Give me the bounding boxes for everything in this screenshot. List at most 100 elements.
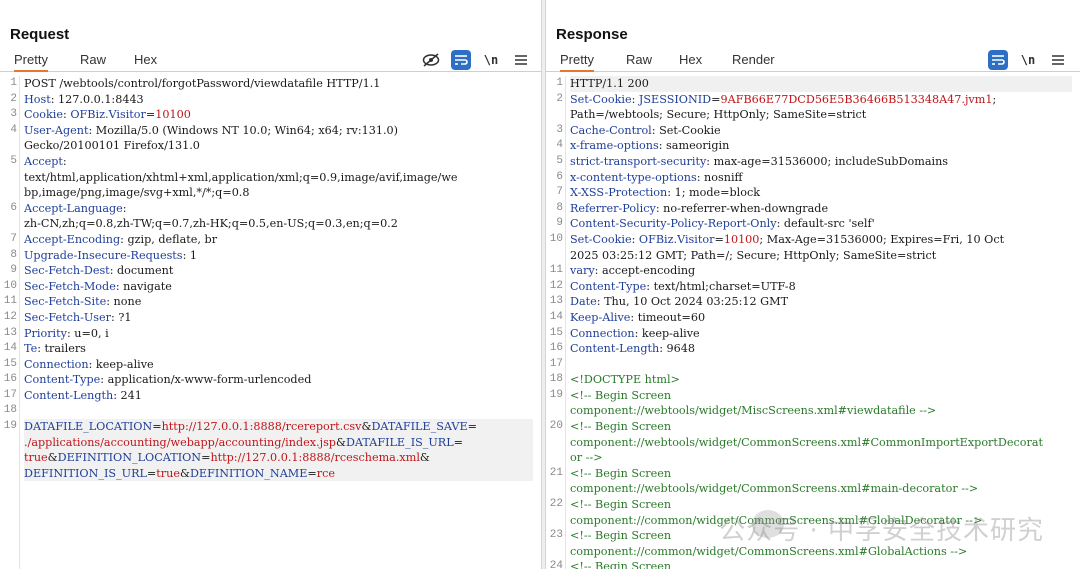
newline-icon[interactable]: \n bbox=[1020, 53, 1036, 67]
code-line: or --> bbox=[570, 450, 1072, 466]
code-text: text/html,application/xhtml+xml,applicat… bbox=[24, 170, 458, 184]
header-key: OFBiz.Visitor bbox=[638, 232, 715, 246]
header-key: X-XSS-Protection bbox=[570, 186, 668, 200]
line-number: 16 bbox=[3, 373, 17, 386]
header-key: Content-Type bbox=[570, 279, 647, 293]
code-text: : max-age=31536000; includeSubDomains bbox=[706, 154, 949, 168]
header-key: Accept bbox=[24, 154, 63, 168]
response-tab-raw[interactable]: Raw bbox=[626, 52, 653, 67]
code-text: ; bbox=[992, 92, 997, 106]
param-value: http://127.0.0.1:8888/rcereport.csv bbox=[161, 420, 362, 434]
code-text: : Mozilla/5.0 (Windows NT 10.0; Win64; x… bbox=[88, 123, 399, 137]
line-number: 6 bbox=[10, 201, 17, 214]
code-text: : keep-alive bbox=[88, 357, 154, 371]
eye-off-icon[interactable] bbox=[421, 50, 441, 70]
header-key: Upgrade-Insecure-Requests bbox=[24, 248, 183, 262]
html-comment: component://webtools/widget/CommonScreen… bbox=[570, 435, 1044, 449]
param-value: true bbox=[24, 451, 48, 465]
param-value: http://127.0.0.1:8888/rceschema.xml bbox=[210, 451, 420, 465]
response-tab-pretty[interactable]: Pretty bbox=[560, 51, 594, 72]
code-text: = bbox=[201, 451, 211, 465]
line-number: 19 bbox=[3, 420, 17, 433]
code-text: ; Max-Age=31536000; Expires=Fri, 10 Oct bbox=[759, 232, 1005, 246]
code-line: component://webtools/widget/CommonScreen… bbox=[570, 481, 1072, 497]
html-comment: component://webtools/widget/CommonScreen… bbox=[570, 482, 979, 496]
newline-icon[interactable]: \n bbox=[483, 53, 499, 67]
line-number: 13 bbox=[549, 295, 563, 308]
code-text: = bbox=[307, 466, 317, 480]
menu-icon[interactable] bbox=[511, 50, 531, 70]
line-number: 19 bbox=[549, 388, 563, 401]
wrap-lines-icon[interactable] bbox=[988, 50, 1008, 70]
param-value: 10100 bbox=[723, 232, 760, 246]
line-number: 3 bbox=[10, 108, 17, 121]
line-number: 16 bbox=[549, 342, 563, 355]
line-number: 23 bbox=[549, 529, 563, 542]
line-number: 3 bbox=[556, 123, 563, 136]
response-tab-render[interactable]: Render bbox=[732, 52, 775, 67]
code-text: & bbox=[179, 466, 190, 480]
line-number-gutter bbox=[546, 76, 566, 569]
code-line: 18<!DOCTYPE html> bbox=[550, 372, 1072, 388]
code-text: : document bbox=[109, 264, 174, 278]
code-text: : bbox=[62, 154, 67, 168]
html-comment: <!-- Begin Screen bbox=[570, 420, 672, 434]
request-tab-hex[interactable]: Hex bbox=[134, 52, 158, 67]
line-number: 7 bbox=[556, 186, 563, 199]
header-key: User-Agent bbox=[24, 123, 89, 137]
code-text: POST /webtools/control/forgotPassword/vi… bbox=[24, 77, 381, 90]
header-key: Content-Length bbox=[24, 388, 114, 402]
code-line: 23 <!-- Begin Screen bbox=[550, 528, 1072, 544]
code-text: & bbox=[419, 451, 430, 465]
html-comment: component://webtools/widget/MiscScreens.… bbox=[570, 404, 937, 418]
code-text: : bbox=[631, 92, 639, 106]
header-key: Content-Type bbox=[24, 373, 101, 387]
header-key: Set-Cookie bbox=[570, 232, 632, 246]
code-line: ./applications/accounting/webapp/account… bbox=[24, 434, 533, 451]
html-comment: component://common/widget/CommonScreens.… bbox=[570, 544, 968, 558]
header-key: DATAFILE_SAVE bbox=[371, 420, 468, 434]
line-number: 20 bbox=[549, 420, 563, 433]
code-line: 20 <!-- Begin Screen bbox=[550, 419, 1072, 435]
request-tab-raw[interactable]: Raw bbox=[80, 52, 107, 67]
line-number-gutter bbox=[0, 76, 20, 569]
code-text: = bbox=[152, 420, 162, 434]
code-text: : none bbox=[106, 295, 142, 309]
header-key: Sec-Fetch-Site bbox=[24, 295, 107, 309]
code-line: zh-CN,zh;q=0.8,zh-TW;q=0.7,zh-HK;q=0.5,e… bbox=[24, 216, 533, 232]
line-number: 2 bbox=[556, 92, 563, 105]
menu-icon[interactable] bbox=[1048, 50, 1068, 70]
code-text: : u=0, i bbox=[66, 326, 109, 340]
code-text: = bbox=[711, 92, 721, 106]
code-line: 17 bbox=[550, 357, 1072, 373]
line-number: 21 bbox=[549, 466, 563, 479]
line-number: 4 bbox=[556, 139, 563, 152]
wrap-lines-icon[interactable] bbox=[451, 50, 471, 70]
code-line: Path=/webtools; Secure; HttpOnly; SameSi… bbox=[570, 107, 1072, 123]
request-tab-pretty[interactable]: Pretty bbox=[14, 51, 48, 72]
code-line: bp,image/png,image/svg+xml,*/*;q=0.8 bbox=[24, 185, 533, 201]
html-comment: <!-- Begin Screen bbox=[570, 529, 672, 543]
response-tab-hex[interactable]: Hex bbox=[679, 52, 703, 67]
pane-splitter[interactable] bbox=[541, 0, 546, 569]
code-text: : 9648 bbox=[659, 342, 696, 356]
code-line: 2025 03:25:12 GMT; Path=/; Secure; HttpO… bbox=[570, 248, 1072, 264]
header-key: Cookie bbox=[24, 108, 64, 122]
param-value: true bbox=[156, 466, 180, 480]
code-text: : 127.0.0.1:8443 bbox=[50, 92, 144, 106]
code-text: = bbox=[453, 435, 464, 449]
code-text: & bbox=[335, 435, 346, 449]
